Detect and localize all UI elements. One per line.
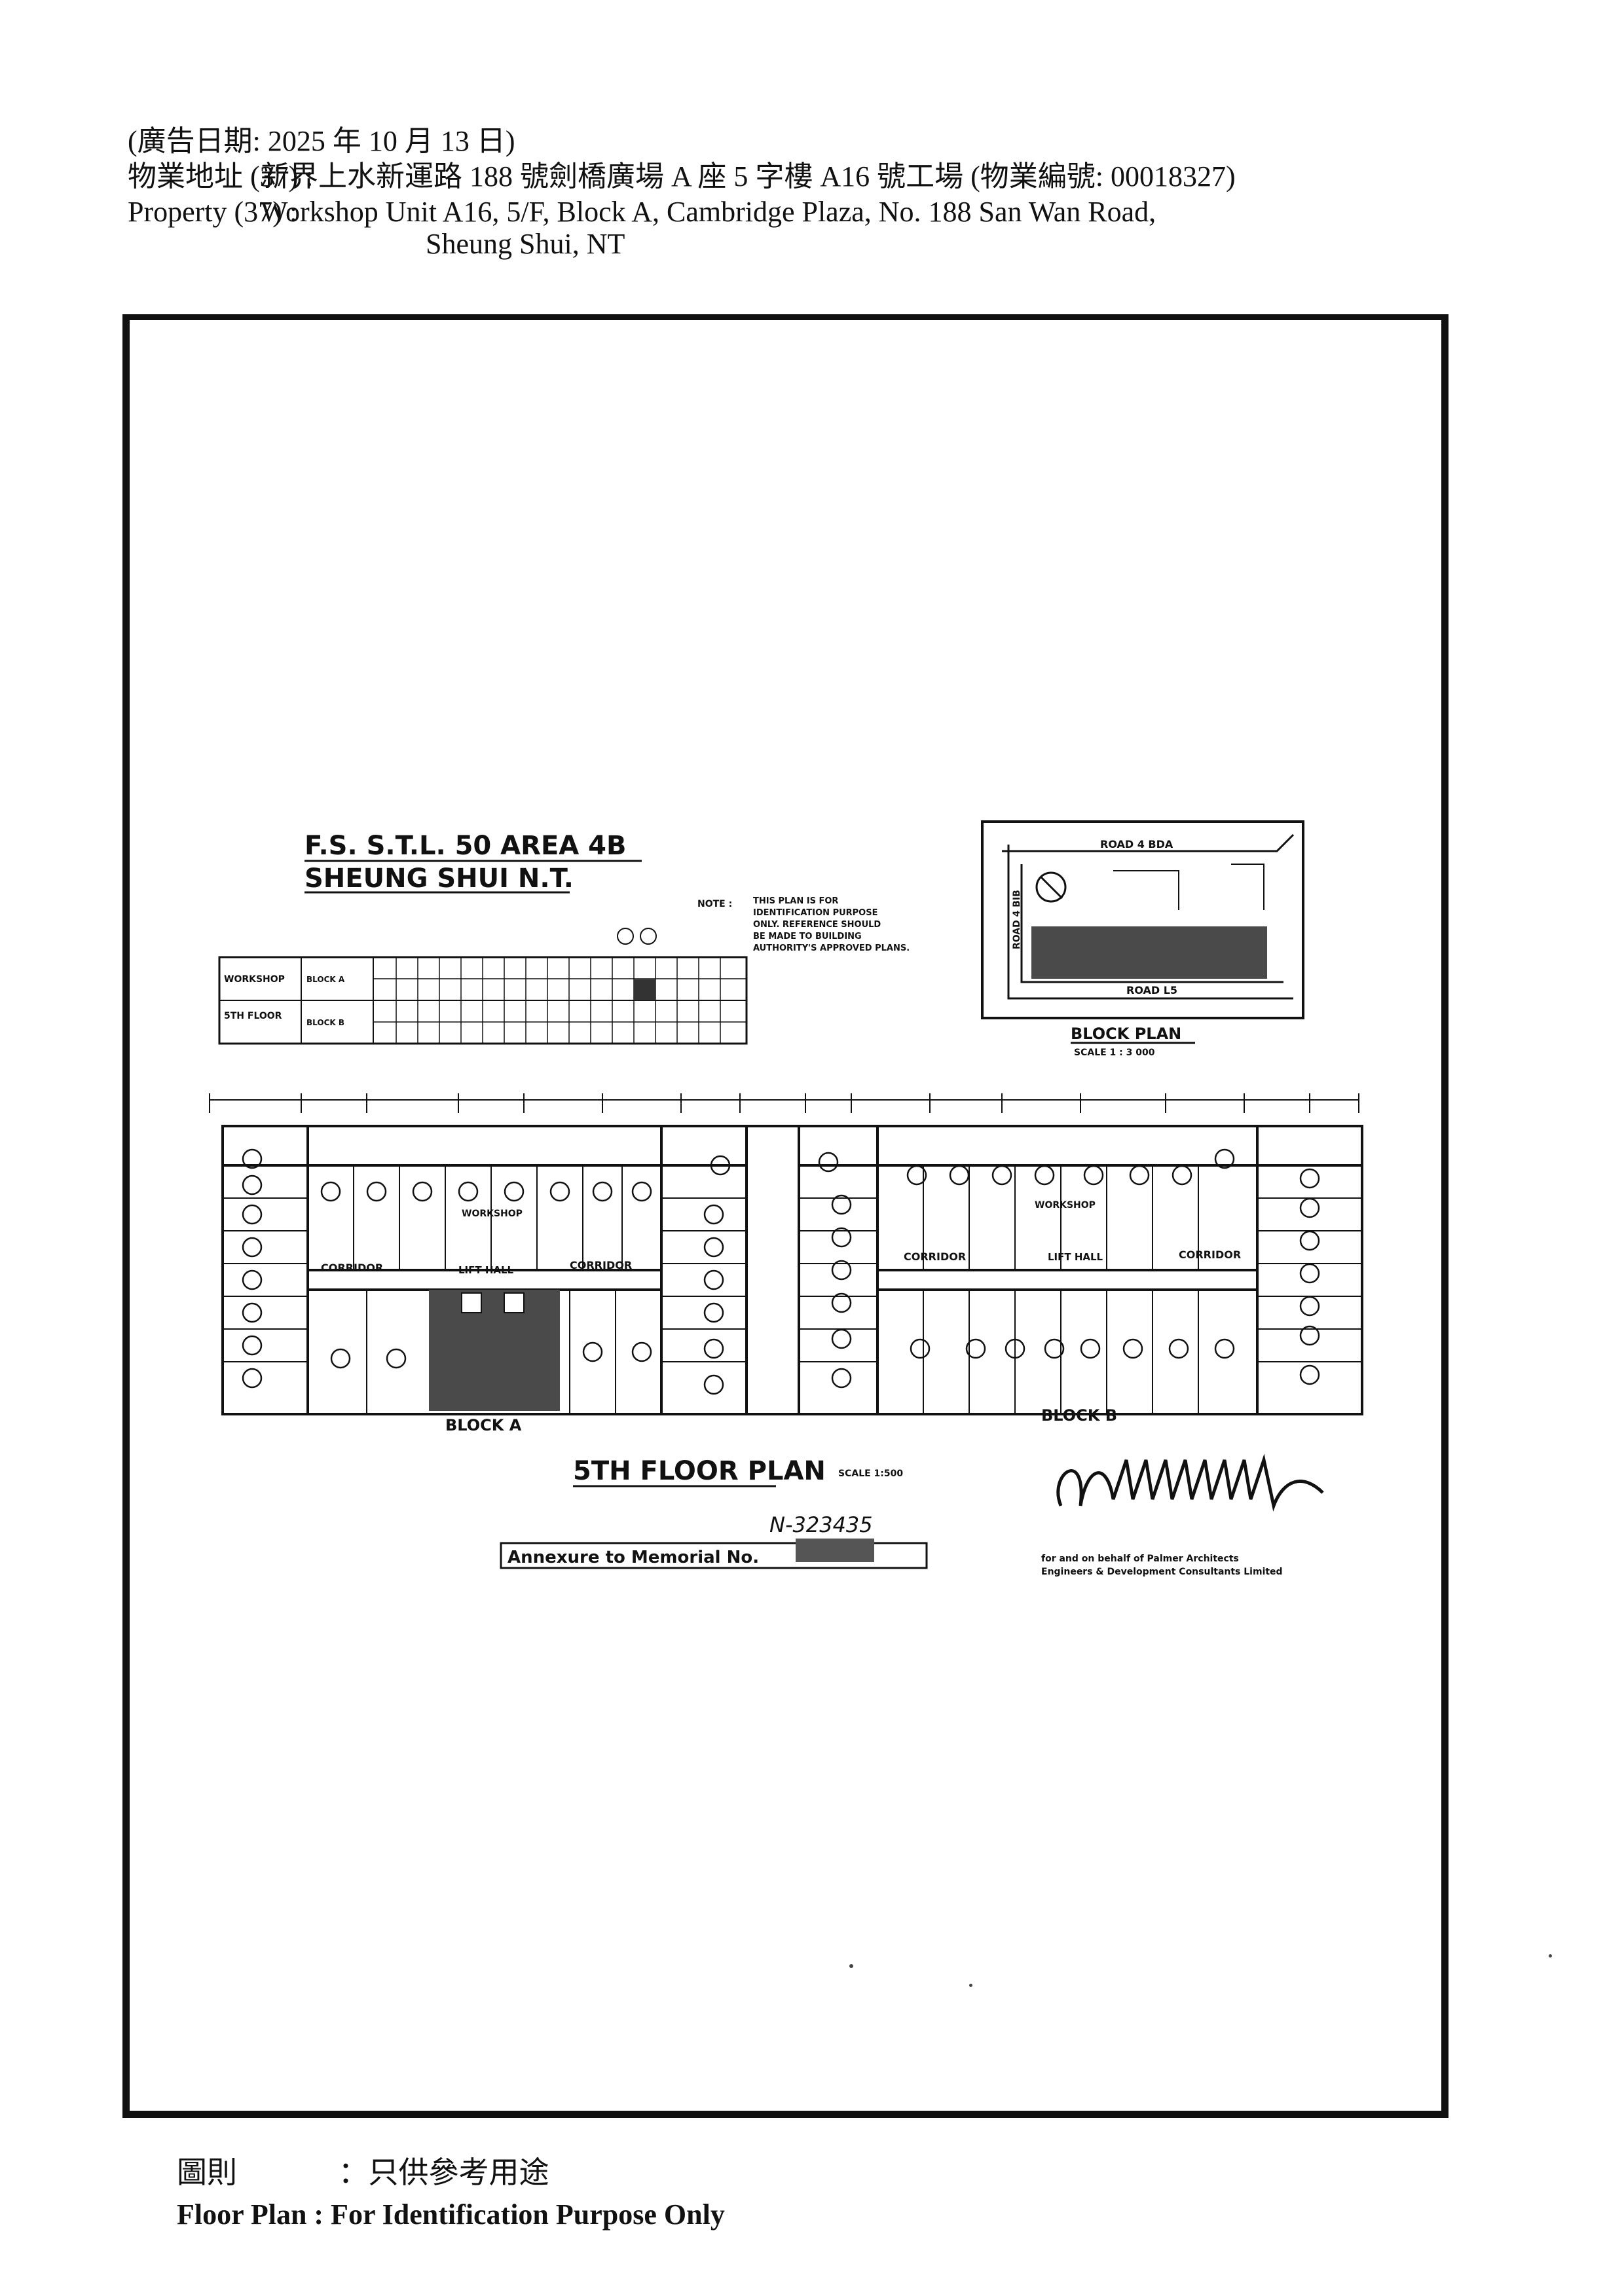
firm-line-2: Engineers & Development Consultants Limi… — [1041, 1567, 1283, 1577]
note-line-1: THIS PLAN IS FOR — [753, 896, 838, 906]
property-address-en-line2: Sheung Shui, NT — [426, 227, 625, 261]
address-label-en: Property (37) : — [128, 196, 298, 228]
footer-zh: 圖則 ：只供參考用途 — [177, 2149, 549, 2192]
note-line-5: AUTHORITY'S APPROVED PLANS. — [753, 943, 910, 953]
property-address-en: Property (37) : Workshop Unit A16, 5/F, … — [128, 195, 1156, 229]
address-value-en-line2: Sheung Shui, NT — [426, 228, 625, 260]
lift-hall-label-b: LIFT HALL — [1048, 1251, 1103, 1263]
address-value-en-line1: Workshop Unit A16, 5/F, Block A, Cambrid… — [261, 196, 1156, 228]
unit-partitions — [223, 1165, 1362, 1414]
workshop-label-b: WORKSHOP — [1035, 1200, 1096, 1211]
block-plan-scale: SCALE 1 : 3 000 — [1074, 1048, 1155, 1058]
memorial-text: Annexure to Memorial No. — [507, 1548, 759, 1567]
schedule-block-a: BLOCK A — [306, 975, 345, 984]
note-line-3: ONLY. REFERENCE SHOULD — [753, 920, 881, 930]
floor-plan-title: 5TH FLOOR PLAN — [573, 1456, 826, 1486]
workshop-label-a: WORKSHOP — [462, 1209, 523, 1219]
note-line-2: IDENTIFICATION PURPOSE — [753, 908, 877, 918]
signature — [1056, 1453, 1324, 1512]
unit-markers — [242, 1148, 1320, 1395]
ad-date-text: (廣告日期: 2025 年 10 月 13 日) — [128, 125, 515, 157]
address-value-zh: 新界上水新運路 188 號劍橋廣場 A 座 5 字樓 A16 號工場 (物業編號… — [261, 160, 1236, 192]
block-b-label: BLOCK B — [1041, 1406, 1117, 1425]
address-label-zh: 物業地址 (37) : — [128, 160, 314, 192]
block-plan-road-bottom: ROAD L5 — [1126, 984, 1177, 996]
corridor-label-a-right: CORRIDOR — [570, 1259, 632, 1271]
footer-line-en: Floor Plan : For Identification Purpose … — [177, 2198, 725, 2231]
property-address-zh: 物業地址 (37) : 新界上水新運路 188 號劍橋廣場 A 座 5 字樓 A… — [128, 160, 1236, 194]
firm-line-1: for and on behalf of Palmer Architects — [1041, 1554, 1239, 1564]
footer-en: Floor Plan : For Identification Purpose … — [177, 2198, 725, 2231]
memorial-number-redaction — [796, 1539, 874, 1562]
schedule-block-b: BLOCK B — [306, 1018, 344, 1027]
lot-subtitle: SHEUNG SHUI N.T. — [304, 864, 574, 894]
corridor-label-b-left: CORRIDOR — [904, 1250, 966, 1263]
note-line-4: BE MADE TO BUILDING — [753, 932, 862, 941]
lift-hall-label-a: LIFT HALL — [458, 1264, 514, 1276]
footer-label-zh: 圖則 — [177, 2156, 237, 2189]
lift-core-shaded — [429, 1290, 560, 1411]
block-plan: ROAD 4 BDA ROAD L5 ROAD 4 BIB BLOCK PLAN… — [981, 820, 1304, 1058]
block-plan-title: BLOCK PLAN — [1071, 1025, 1181, 1043]
footer-value-zh: ：只供參考用途 — [338, 2156, 549, 2189]
block-plan-road-top: ROAD 4 BDA — [1100, 838, 1173, 850]
unit-schedule-table: WORKSHOP 5TH FLOOR BLOCK A BLOCK B — [218, 928, 748, 1045]
plan-note: NOTE : THIS PLAN IS FOR IDENTIFICATION P… — [697, 896, 910, 953]
plan-frame — [122, 314, 1449, 2118]
schedule-row-floor: 5TH FLOOR — [224, 1011, 282, 1021]
schedule-row-workshop: WORKSHOP — [224, 974, 285, 985]
advertisement-date: (廣告日期: 2025 年 10 月 13 日) — [128, 124, 515, 158]
floor-plan-outline — [221, 1125, 1363, 1415]
floor-plan-scale: SCALE 1:500 — [838, 1468, 903, 1479]
block-plan-road-left: ROAD 4 BIB — [1012, 890, 1022, 949]
memorial-box — [500, 1542, 928, 1569]
block-a-label: BLOCK A — [445, 1416, 522, 1434]
corridor-label-a-left: CORRIDOR — [321, 1262, 383, 1274]
corridor-label-b-right: CORRIDOR — [1179, 1248, 1241, 1261]
memorial-number: N-323435 — [769, 1512, 873, 1537]
dimension-line — [209, 1093, 1359, 1113]
note-label: NOTE : — [697, 899, 732, 909]
lot-title: F.S. S.T.L. 50 AREA 4B — [304, 831, 626, 861]
